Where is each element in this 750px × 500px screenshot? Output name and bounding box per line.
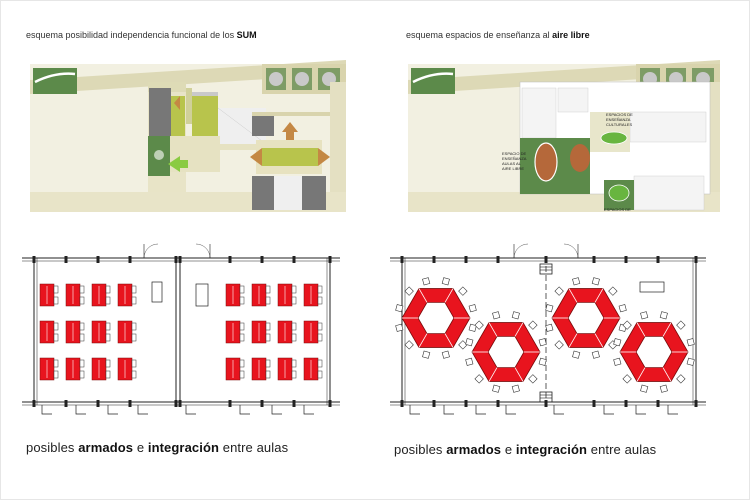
desk xyxy=(117,320,137,344)
desk xyxy=(117,283,137,307)
window-hinge xyxy=(239,405,250,415)
desk xyxy=(39,320,59,344)
desk xyxy=(251,320,271,344)
annotation-aulas-1: ESPACIO DE xyxy=(502,151,526,156)
desk xyxy=(251,283,271,307)
desk xyxy=(65,320,85,344)
window-hinge xyxy=(475,405,486,415)
hexagonal-table-group xyxy=(395,277,477,359)
annotation-aulas-2: ENSEÑANZA xyxy=(502,156,527,161)
desk xyxy=(277,283,297,307)
desk xyxy=(91,283,111,307)
caption-aire-libre: esquema espacios de enseñanza al aire li… xyxy=(406,30,590,40)
desk xyxy=(39,283,59,307)
window-hinge xyxy=(603,405,614,415)
desk xyxy=(117,357,137,381)
window-hinge xyxy=(409,405,420,415)
desk xyxy=(65,357,85,381)
desk xyxy=(225,357,245,381)
hexagonal-table-group xyxy=(465,311,547,393)
classroom-plan-rows xyxy=(22,243,340,415)
window-hinge xyxy=(667,405,678,415)
annotation-cultural-2: ENSEÑANZA xyxy=(606,117,631,122)
window-hinge xyxy=(107,405,118,415)
annotation-cultural-3: CULTURALES xyxy=(606,122,632,127)
window-hinge xyxy=(553,405,564,415)
footer-left: posibles armados e integración entre aul… xyxy=(26,440,289,455)
desk xyxy=(91,357,111,381)
footer-right: posibles armados e integración entre aul… xyxy=(394,442,657,457)
annotation-aulas-4: AIRE LIBRE xyxy=(502,166,524,171)
window-hinge xyxy=(443,405,454,415)
classroom-plan-hexagons xyxy=(390,243,706,415)
window-hinge xyxy=(41,405,52,415)
window-hinge xyxy=(635,405,646,415)
site-plan-sum xyxy=(30,60,346,212)
desk xyxy=(39,357,59,381)
hexagonal-table-group xyxy=(545,277,627,359)
annotation-cultural-1: ESPACIOS DE xyxy=(606,112,633,117)
desk xyxy=(303,320,323,344)
desk xyxy=(303,357,323,381)
desk xyxy=(303,283,323,307)
desk xyxy=(225,283,245,307)
window-hinge xyxy=(303,405,314,415)
window-hinge xyxy=(75,405,86,415)
desk xyxy=(251,357,271,381)
desk xyxy=(225,320,245,344)
window-hinge xyxy=(185,405,196,415)
desk xyxy=(91,320,111,344)
desk xyxy=(277,357,297,381)
site-plan-aire-libre: ESPACIOS DE ENSEÑANZA CULTURALES ESPACIO… xyxy=(408,60,720,212)
hexagonal-table-group xyxy=(613,311,695,393)
window-hinge xyxy=(271,405,282,415)
window-hinge xyxy=(137,405,148,415)
window-hinge xyxy=(505,405,516,415)
annotation-bottom: ESPACIOS DE xyxy=(604,207,631,212)
desk xyxy=(65,283,85,307)
caption-sum: esquema posibilidad independencia funcio… xyxy=(26,30,257,40)
annotation-aulas-3: AULAS AL xyxy=(502,161,522,166)
desk xyxy=(277,320,297,344)
